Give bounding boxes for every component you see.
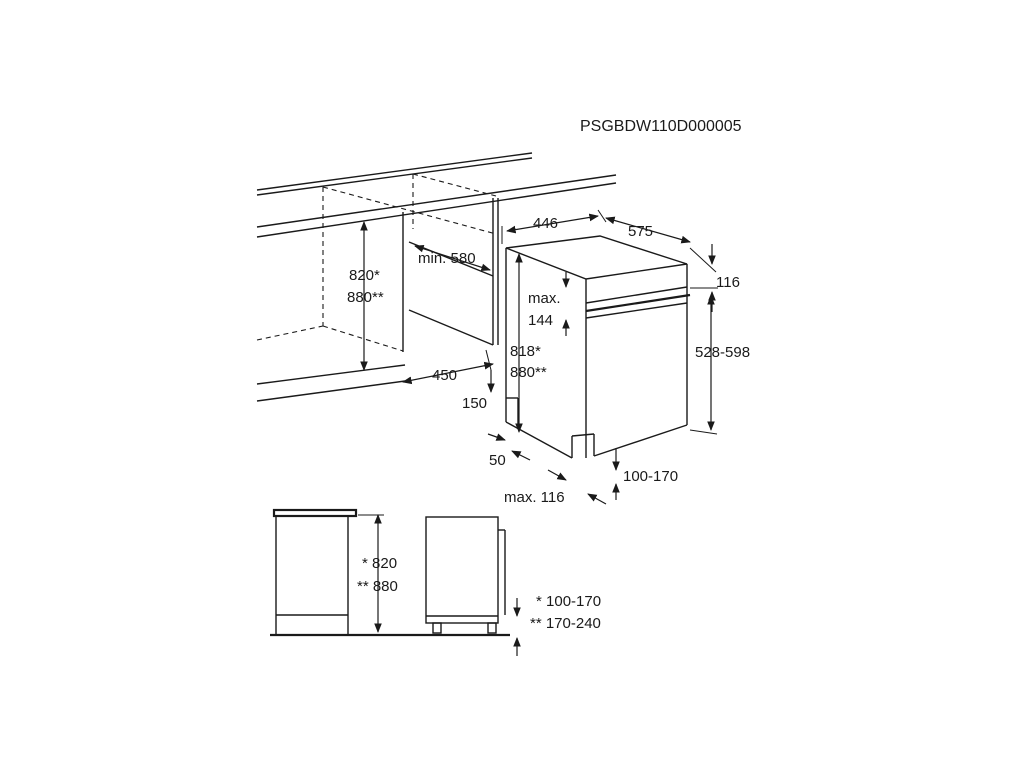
label-side-100-170: * 100-170 <box>536 593 601 610</box>
dimension-lines-upper <box>360 209 718 505</box>
label-450: 450 <box>432 367 457 384</box>
label-446: 446 <box>533 215 558 232</box>
dishwasher-perspective <box>505 235 691 459</box>
label-144: 144 <box>528 312 553 329</box>
label-height-818: 818* <box>510 343 541 360</box>
label-side-170-240: ** 170-240 <box>530 615 601 632</box>
label-150: 150 <box>462 395 487 412</box>
side-view-built-in <box>425 516 521 656</box>
label-575: 575 <box>628 223 653 240</box>
side-view-freestanding <box>270 508 510 637</box>
diagram-code: PSGBDW110D000005 <box>580 118 742 135</box>
kitchen-cabinet-outline <box>256 152 617 402</box>
label-side-880: ** 880 <box>357 578 398 595</box>
label-min-580: min. 580 <box>418 250 476 267</box>
label-max: max. <box>528 290 561 307</box>
label-116-top: 116 <box>716 274 740 291</box>
label-height-880-b: 880** <box>510 364 547 381</box>
label-100-170: 100-170 <box>623 468 678 485</box>
label-height-820: 820* <box>349 267 380 284</box>
label-max-116: max. 116 <box>504 489 565 506</box>
label-528-598: 528-598 <box>695 344 750 361</box>
label-50: 50 <box>489 452 506 469</box>
label-height-880: 880** <box>347 289 384 306</box>
label-side-820: * 820 <box>362 555 397 572</box>
